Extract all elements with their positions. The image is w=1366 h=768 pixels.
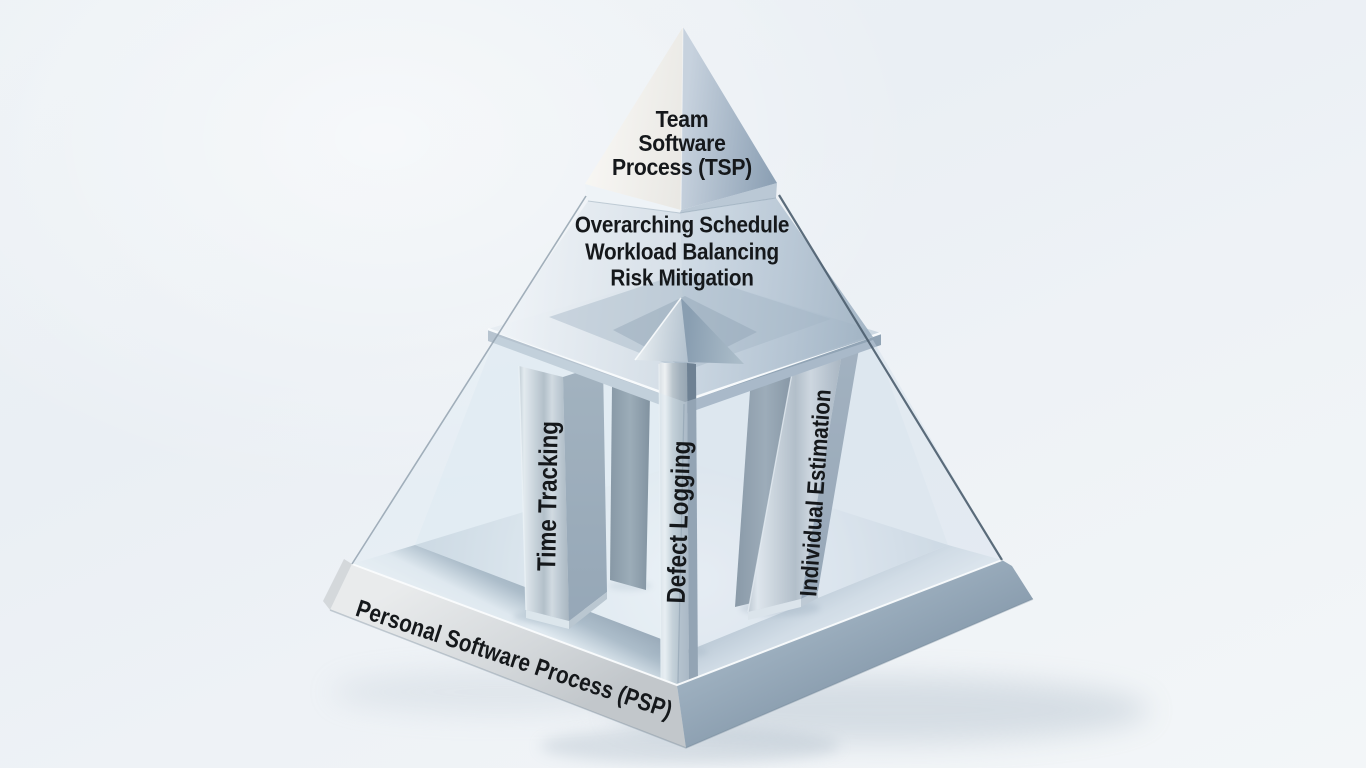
pillar-side-face [801,343,860,599]
basin-rim-right [677,545,1002,685]
upward-arrow [634,297,744,688]
base-left-bevel [323,559,352,610]
tsp-apex-label: Team Software Process (TSP) [612,106,752,180]
arrow-head-left-face [635,298,688,362]
pillar-edge-highlight [747,356,796,613]
pillar-front-face [519,366,569,621]
glass-left-edge [351,195,587,565]
rear-right-pillar [735,353,796,607]
pillar-individual-estimation [747,343,860,620]
arrow-shaft-side [687,363,698,688]
pillar-front-face [748,347,843,612]
pillar-label-time-tracking: Time Tracking [531,420,564,572]
platform-edge-left [488,329,685,414]
apex-right-face [681,27,777,210]
band-label: Overarching Schedule Workload Balancing … [574,211,790,291]
rear-left-pillar [610,386,650,590]
base-bottom-contour [329,598,1034,749]
base-front-right-face [677,560,1033,748]
arrow-head-right-face [681,298,744,364]
pillar-base-bevel [748,599,801,620]
pillar-base-bevel [801,591,818,607]
base-frame [323,559,1034,749]
arrow-edge-highlight [658,363,662,688]
glass-front-edge [677,403,685,684]
pillar-time-tracking [518,364,607,629]
apex-left-face [585,27,683,210]
band-top-rim-right [680,183,777,213]
arrow-edge-highlight [634,297,682,361]
apex-front-edge [680,26,684,211]
arrow-label-defect-logging: Defect Logging [660,440,697,604]
pillar-edge-highlight [518,365,527,611]
platform-edge-right [685,333,881,414]
pillar-side-face [563,364,607,621]
glass-edges [351,194,1003,684]
pillar-base-bevel [569,592,607,629]
pillar-base-bevel [526,610,569,629]
band-top-shadow-line [587,197,777,214]
apex-pyramid [585,26,777,211]
arrow-shaft-front [659,363,689,688]
band-top-rim-left [585,184,681,213]
band-left-face [497,201,685,399]
glass-left-face [352,336,685,685]
glass-right-edge [778,194,1003,561]
base-rim-highlight [351,559,1003,687]
base-front-left-face [330,564,686,748]
